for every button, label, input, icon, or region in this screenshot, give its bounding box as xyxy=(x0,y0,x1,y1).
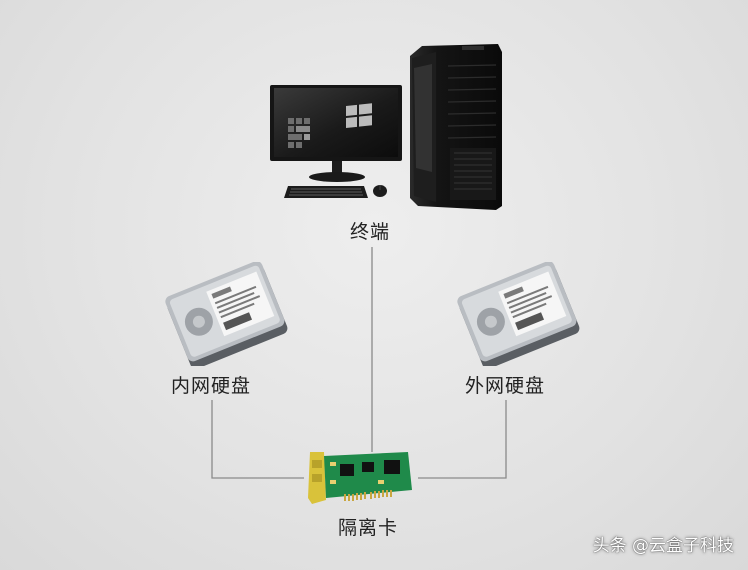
pc-tower-icon xyxy=(410,44,502,210)
keyboard-icon xyxy=(284,186,368,198)
internal-disk-label: 内网硬盘 xyxy=(171,375,252,397)
terminal-label: 终端 xyxy=(350,221,391,243)
monitor-icon xyxy=(270,85,402,182)
hard-disk-icon xyxy=(165,262,288,366)
isolation-card-label: 隔离卡 xyxy=(338,517,399,539)
connector-internal-card xyxy=(211,400,304,479)
hard-disk-icon xyxy=(457,262,580,366)
pci-card-icon xyxy=(308,452,412,504)
external-disk-label: 外网硬盘 xyxy=(465,375,546,397)
mouse-icon xyxy=(373,185,387,197)
watermark: 头条 @云盒子科技 xyxy=(592,536,734,556)
connector-external-card xyxy=(418,400,507,479)
